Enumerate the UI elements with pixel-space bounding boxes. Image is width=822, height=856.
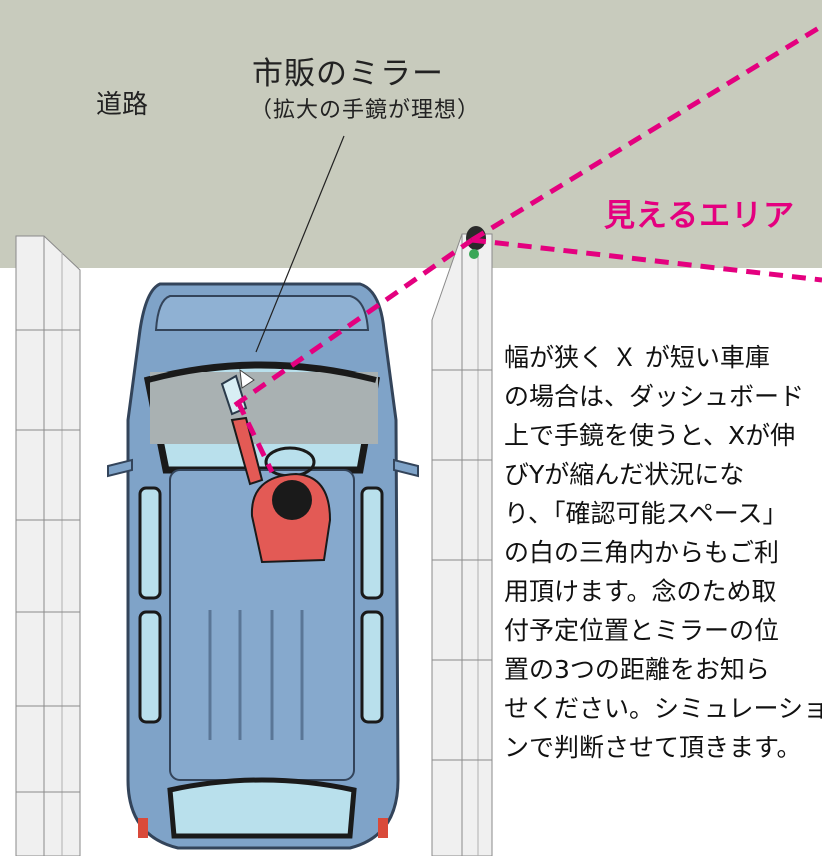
mirror-subtitle: （拡大の手鏡が理想）	[250, 98, 481, 123]
left-wall	[15, 235, 81, 856]
note-line: の場合は、ダッシュボード	[504, 382, 805, 411]
car-top-view	[107, 282, 419, 850]
note-line: の白の三角内からもご利	[504, 538, 780, 567]
note-line: 用頂けます。念のため取	[504, 577, 777, 606]
road-label: 道路	[96, 90, 149, 120]
explanation-text: 幅が狭く Ｘ が短い車庫 の場合は、ダッシュボード 上で手鏡を使うと、Xが伸 び…	[504, 338, 822, 767]
note-line: 上で手鏡を使うと、Xが伸	[504, 421, 796, 450]
note-line: 幅が狭く Ｘ が短い車庫	[504, 343, 770, 372]
right-wall	[431, 233, 493, 856]
dashboard-mirror-marker	[239, 368, 255, 389]
sight-lines	[233, 23, 822, 474]
visible-area-label: 見えるエリア	[604, 198, 796, 234]
note-line: 置の3つの距離をお知ら	[504, 655, 770, 684]
road-area	[0, 0, 822, 268]
note-line: びYが縮んだ状況にな	[504, 460, 745, 489]
mirror-title: 市販のミラー	[252, 56, 444, 92]
note-line: り、「確認可能スペース」	[504, 499, 788, 528]
note-line: せください。シミュレーショ	[504, 694, 822, 723]
note-line: 付予定位置とミラーの位	[504, 616, 780, 645]
leader-line	[255, 135, 345, 353]
note-line: ンで判断させて頂きます。	[504, 733, 802, 762]
